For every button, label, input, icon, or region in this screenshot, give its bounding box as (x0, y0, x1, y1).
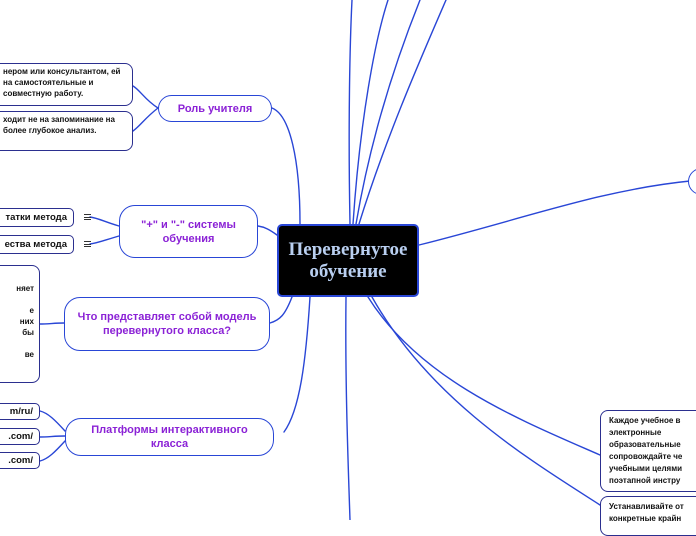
cons-item[interactable]: татки метода (0, 208, 74, 227)
role-note-1-text: нером или консультантом, ей на самостоят… (3, 67, 121, 98)
platform-link-1[interactable]: m/ru/ (0, 403, 40, 420)
central-topic[interactable]: Перевернутое обучение (277, 224, 419, 297)
role-note-2-text: ходит не на запоминание на более глубоко… (3, 115, 115, 135)
right-note-1[interactable]: Каждое учебное в электронные образовател… (600, 410, 696, 492)
right-note-1-text: Каждое учебное в электронные образовател… (609, 416, 683, 485)
platform-link-2[interactable]: .com/ (0, 428, 40, 445)
platform-link-3-text: .com/ (8, 454, 33, 466)
pros-item-label: ества метода (4, 238, 67, 250)
branch-platforms[interactable]: Платформы интерактивного класса (65, 418, 274, 456)
branch-teacher-role-label: Роль учителя (177, 102, 253, 115)
branch-model-label: Что представляет собой модель перевернут… (77, 311, 257, 337)
platform-link-2-text: .com/ (8, 430, 33, 442)
central-topic-label: Перевернутое обучение (288, 238, 408, 282)
role-note-1[interactable]: нером или консультантом, ей на самостоят… (0, 63, 133, 106)
model-description-text: няет е них бы ве (16, 284, 34, 359)
pros-item[interactable]: ества метода (0, 235, 74, 254)
platform-link-1-text: m/ru/ (9, 405, 33, 417)
platform-link-3[interactable]: .com/ (0, 452, 40, 469)
right-note-2[interactable]: Устанавливайте от конкретные крайн (600, 496, 696, 536)
branch-pros-cons-label: "+" и "-" системы обучения (141, 218, 236, 245)
role-note-2[interactable]: ходит не на запоминание на более глубоко… (0, 111, 133, 151)
notes-icon[interactable] (84, 214, 91, 220)
right-note-2-text: Устанавливайте от конкретные крайн (609, 502, 684, 523)
model-description[interactable]: няет е них бы ве (0, 265, 40, 383)
connector-lines (39, 0, 691, 520)
branch-teacher-role[interactable]: Роль учителя (158, 95, 272, 122)
notes-icon[interactable] (84, 241, 91, 247)
cons-item-label: татки метода (5, 211, 67, 223)
branch-pros-cons[interactable]: "+" и "-" системы обучения (119, 205, 258, 258)
branch-model[interactable]: Что представляет собой модель перевернут… (64, 297, 270, 351)
branch-platforms-label: Платформы интерактивного класса (91, 424, 248, 450)
